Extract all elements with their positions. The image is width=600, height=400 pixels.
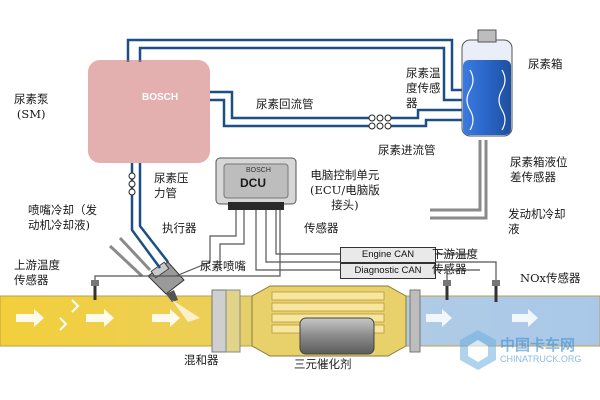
label-pump: 尿素泵 (SM): [14, 92, 49, 121]
label-nozzle-cooling: 喷嘴冷却（发 动机冷却液): [28, 203, 97, 232]
label-upstream-temp: 上游温度 传感器: [14, 258, 60, 287]
diagnostic-can-box: Diagnostic CAN: [340, 263, 436, 279]
pipe-connectors: [128, 114, 392, 196]
catalyst-body: [251, 285, 421, 357]
mixer: [211, 289, 241, 353]
urea-pump: [88, 60, 210, 163]
watermark-cn: 中国卡车网: [500, 337, 576, 354]
dcu-brand: BOSCH: [246, 167, 271, 174]
label-pressure-sensor: 尿素压 力管: [154, 171, 189, 200]
flow-arrows-downstream: [426, 309, 538, 327]
urea-tank: [461, 29, 513, 137]
pump-brand: BOSCH: [142, 92, 179, 103]
nox-sensor-probe: [492, 280, 500, 302]
label-level-sensor: 尿素箱液位 差传感器: [510, 155, 568, 184]
urea-nozzle: [147, 261, 185, 302]
label-nox-sensor: NOx传感器: [520, 271, 581, 285]
dcu-module: [215, 157, 297, 210]
urea-pipes: [126, 38, 462, 269]
watermark-logo: [460, 330, 496, 370]
label-ecu: 电脑控制单元 (ECU/电脑版 接头): [310, 168, 380, 212]
label-return-pipe: 尿素回流管: [256, 97, 314, 111]
label-engine-coolant: 发动机冷却 液: [508, 207, 566, 236]
label-tank-temp-sensor: 尿素温 度传感 器: [406, 66, 441, 110]
engine-can-box: Engine CAN: [340, 247, 436, 263]
label-actuator: 执行器: [162, 221, 197, 235]
label-downstream-temp: 下游温度 传感器: [432, 247, 478, 276]
downstream-temp-probe: [443, 280, 451, 300]
flow-arrows-upstream: [16, 309, 180, 327]
dcu-label: DCU: [240, 176, 266, 190]
label-sensor: 传感器: [304, 221, 339, 235]
coolant-lines: [108, 140, 488, 278]
upstream-temp-probe: [91, 280, 99, 300]
label-catalyst: 三元催化剂: [294, 357, 352, 371]
spray-cone: [172, 300, 200, 322]
watermark-en: CHINATRUCK.ORG: [500, 354, 582, 364]
label-urea-nozzle: 尿素喷嘴: [200, 259, 246, 273]
label-mixer: 混和器: [184, 353, 219, 367]
label-tank: 尿素箱: [528, 57, 563, 71]
label-supply-pipe: 尿素进流管: [378, 143, 436, 157]
